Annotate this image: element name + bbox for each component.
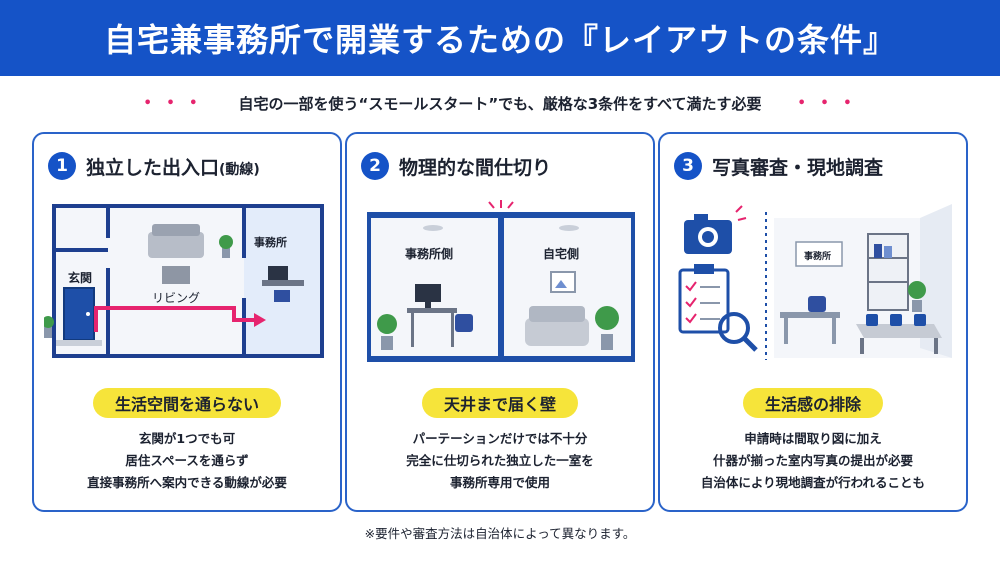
card-title-suffix: (動線) bbox=[219, 161, 260, 178]
label-office-side: 事務所側 bbox=[405, 246, 453, 261]
card-description: パーテーションだけでは不十分 完全に仕切られた独立した一室を 事務所専用で使用 bbox=[347, 428, 653, 494]
plant-icon bbox=[219, 235, 233, 258]
desk-icon bbox=[407, 284, 473, 347]
desc-line: 什器が揃った室内写真の提出が必要 bbox=[712, 453, 913, 468]
card-entrance: 1 独立した出入口(動線) bbox=[32, 132, 342, 512]
card-number: 2 bbox=[361, 152, 389, 180]
card-header: 1 独立した出入口(動線) bbox=[48, 152, 260, 180]
sofa-icon bbox=[525, 306, 589, 346]
label-office-sign: 事務所 bbox=[804, 250, 831, 262]
desc-line: 完全に仕切られた独立した一室を bbox=[406, 453, 594, 468]
plant-icon bbox=[377, 314, 397, 350]
camera-icon bbox=[684, 205, 747, 254]
label-living: リビング bbox=[152, 291, 200, 305]
plant-icon bbox=[44, 316, 54, 338]
picture-frame-icon bbox=[550, 271, 576, 293]
card-partition: 2 物理的な間仕切り bbox=[345, 132, 655, 512]
magnifier-icon bbox=[718, 312, 758, 352]
desk-icon bbox=[262, 266, 304, 302]
label-office: 事務所 bbox=[254, 235, 287, 249]
highlight-pill: 生活感の排除 bbox=[742, 388, 884, 418]
footnote: ※要件や審査方法は自治体によって異なります。 bbox=[364, 526, 636, 541]
partition-wall bbox=[498, 212, 504, 362]
route-arrow bbox=[94, 306, 258, 332]
desc-line: 自治体により現地調査が行われることも bbox=[700, 475, 926, 490]
card-title: 独立した出入口(動線) bbox=[86, 153, 260, 180]
card-number: 1 bbox=[48, 152, 76, 180]
partition-illustration: 事務所側 自宅側 bbox=[367, 200, 635, 362]
label-home-side: 自宅側 bbox=[543, 246, 579, 261]
floorplan-illustration: 玄関 リビング 事務所 bbox=[44, 204, 324, 358]
highlight-pill: 天井まで届く壁 bbox=[421, 388, 579, 418]
card-title: 物理的な間仕切り bbox=[399, 156, 552, 179]
card-title: 写真審査・現地調査 bbox=[712, 156, 884, 179]
desk-icon bbox=[780, 296, 840, 344]
desc-line: 事務所専用で使用 bbox=[449, 475, 550, 490]
subtitle-text: 自宅の一部を使う“スモールスタート”でも、厳格な3条件をすべて満たす必要 bbox=[238, 94, 762, 113]
card-inspection: 3 写真審査・現地調査 bbox=[658, 132, 968, 512]
subtitle-row: • • • 自宅の一部を使う“スモールスタート”でも、厳格な3条件をすべて満たす… bbox=[0, 88, 1000, 118]
shelf-icon bbox=[867, 233, 909, 311]
decor-dots-right: • • • bbox=[797, 95, 857, 111]
card-description: 申請時は間取り図に加え 什器が揃った室内写真の提出が必要 自治体により現地調査が… bbox=[660, 428, 966, 494]
card-header: 2 物理的な間仕切り bbox=[361, 152, 551, 180]
plant-icon bbox=[908, 281, 926, 312]
clipboard-checklist-icon bbox=[678, 264, 730, 334]
header-banner: 自宅兼事務所で開業するための『レイアウトの条件』 bbox=[0, 0, 1000, 76]
desc-line: 申請時は間取り図に加え bbox=[744, 431, 882, 446]
decor-dots-left: • • • bbox=[143, 95, 203, 111]
ceiling-spark bbox=[488, 200, 514, 209]
desc-line: 直接事務所へ案内できる動線が必要 bbox=[87, 475, 287, 490]
highlight-pill: 生活空間を通らない bbox=[92, 388, 282, 418]
card-header: 3 写真審査・現地調査 bbox=[674, 152, 883, 180]
label-entrance: 玄関 bbox=[68, 270, 92, 285]
plant-icon bbox=[595, 306, 619, 350]
page-title: 自宅兼事務所で開業するための『レイアウトの条件』 bbox=[103, 21, 896, 59]
desc-line: パーテーションだけでは不十分 bbox=[412, 431, 588, 446]
desc-line: 居住スペースを通らず bbox=[125, 453, 249, 468]
door-icon bbox=[56, 287, 102, 346]
card-title-main: 独立した出入口 bbox=[86, 156, 220, 179]
inspection-illustration: 事務所 bbox=[678, 204, 952, 360]
card-number: 3 bbox=[674, 152, 702, 180]
desc-line: 玄関が1つでも可 bbox=[138, 431, 236, 446]
meeting-table-icon bbox=[856, 314, 942, 354]
card-description: 玄関が1つでも可 居住スペースを通らず 直接事務所へ案内できる動線が必要 bbox=[34, 428, 340, 494]
sofa-icon bbox=[148, 224, 204, 284]
